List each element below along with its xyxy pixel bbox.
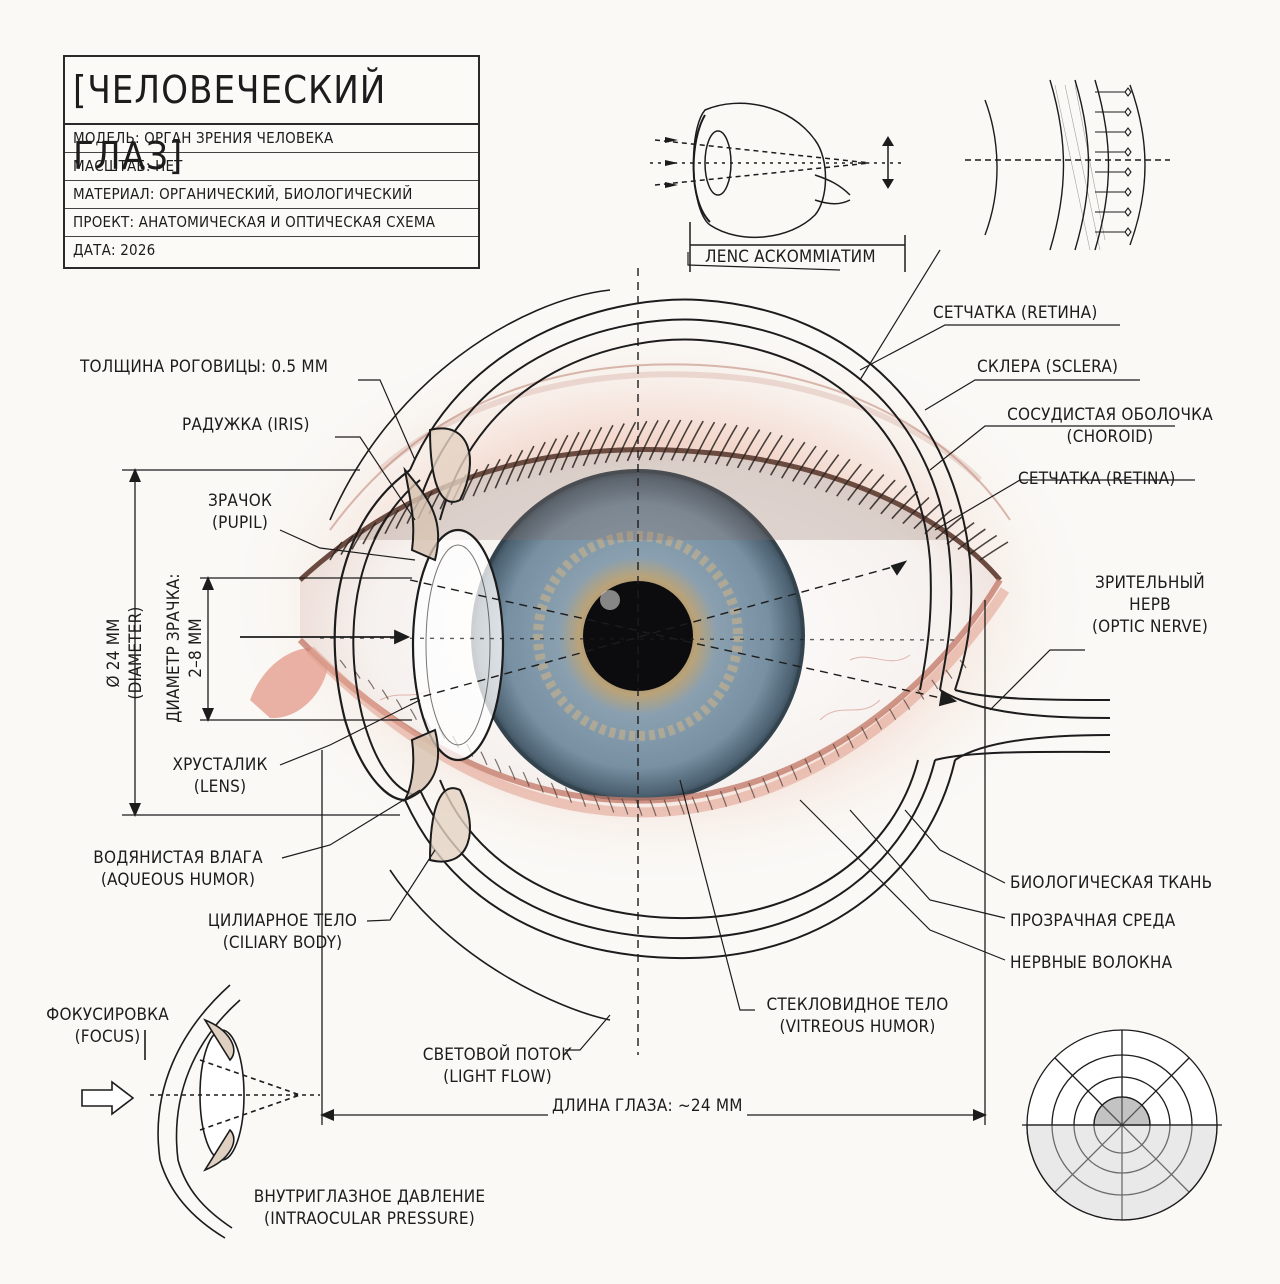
- pupil-label: ЗРАЧОК (PUPIL): [190, 490, 290, 534]
- choroid-label-line1: СОСУДИСТАЯ ОБОЛОЧКА: [1007, 405, 1213, 425]
- fundus-target-diagram: [1022, 1029, 1222, 1221]
- pupil-label-line1: ЗРАЧОК: [207, 491, 273, 511]
- title-row-date: ДАТА: 2026: [73, 241, 156, 259]
- light-flow-label: СВЕТОВОЙ ПОТОК (LIGHT FLOW): [410, 1044, 585, 1088]
- aqueous-humor-label-line2: (AQUEOUS HUMOR): [100, 870, 256, 890]
- focus-label: ФОКУСИРОВКА (FOCUS): [35, 1004, 180, 1048]
- aqueous-humor-label: ВОДЯНИСТАЯ ВЛАГА (AQUEOUS HUMOR): [78, 847, 278, 891]
- sclera-label: СКЛЕРА (SCLERA): [977, 357, 1119, 377]
- eye-diameter-label-line2: (DIAMETER): [126, 606, 146, 700]
- vitreous-humor-label: СТЕКЛОВИДНОЕ ТЕЛО (VITREOUS HUMOR): [755, 994, 960, 1038]
- optic-nerve-label-line3: (OPTIC NERVE): [1091, 617, 1209, 637]
- pupil-diameter-label: ДИАМЕТР ЗРАЧКА: 2–8 ММ: [163, 558, 207, 738]
- light-flow-label-line2: (LIGHT FLOW): [443, 1067, 552, 1087]
- intraocular-pressure-label-line2: (INTRAOCULAR PRESSURE): [264, 1209, 475, 1229]
- optic-nerve-label-line2: НЕРВ: [1129, 595, 1171, 615]
- vitreous-humor-label-line1: СТЕКЛОВИДНОЕ ТЕЛО: [766, 995, 949, 1015]
- title-block: [ЧЕЛОВЕЧЕСКИЙ ГЛАЗ] МОДЕЛЬ: ОРГАН ЗРЕНИЯ…: [63, 55, 480, 269]
- cornea-thickness-label: ТОЛЩИНА РОГОВИЦЫ: 0.5 ММ: [80, 357, 329, 377]
- retina-layers-diagram: [965, 79, 1170, 251]
- focus-diagram: [144, 984, 320, 1239]
- retina-label: СЕТЧАТКА (RETINA): [1018, 469, 1176, 489]
- intraocular-pressure-label: ВНУТРИГЛАЗНОЕ ДАВЛЕНИЕ (INTRAOCULAR PRES…: [232, 1186, 507, 1230]
- focus-label-line2: (FOCUS): [74, 1027, 141, 1047]
- accommodation-diagram: [650, 102, 906, 272]
- lens-accommodation-label: ЛЕNC АСКОММIАТИМ: [705, 247, 876, 267]
- eye-length-label: ДЛИНА ГЛАЗА: ~24 ММ: [548, 1095, 747, 1117]
- ciliary-body-label-line1: ЦИЛИАРНОЕ ТЕЛО: [207, 911, 358, 931]
- eye-diameter-label: Ø 24 ММ (DIAMETER): [103, 568, 147, 738]
- eye-diameter-label-line1: Ø 24 ММ: [104, 618, 124, 688]
- biological-tissue-label: БИОЛОГИЧЕСКАЯ ТКАНЬ: [1010, 873, 1213, 893]
- lens-label-line1: ХРУСТАЛИК: [172, 755, 268, 775]
- title-row-project: ПРОЕКТ: АНАТОМИЧЕСКАЯ И ОПТИЧЕСКАЯ СХЕМА: [65, 209, 478, 237]
- lens-label-line2: (LENS): [193, 777, 247, 797]
- transparent-medium-label: ПРОЗРАЧНАЯ СРЕДА: [1010, 911, 1176, 931]
- pupil-diameter-label-line1: ДИАМЕТР ЗРАЧКА:: [164, 573, 184, 723]
- ciliary-body-label: ЦИЛИАРНОЕ ТЕЛО (CILIARY BODY): [195, 910, 370, 954]
- light-flow-label-line1: СВЕТОВОЙ ПОТОК: [422, 1045, 573, 1065]
- vitreous-humor-label-line2: (VITREOUS HUMOR): [779, 1017, 936, 1037]
- choroid-label-line2: (CHOROID): [1066, 427, 1154, 447]
- arrow-right-icon: [81, 1080, 135, 1116]
- iris-label: РАДУЖКА (IRIS): [182, 415, 310, 435]
- diagram-title: [ЧЕЛОВЕЧЕСКИЙ ГЛАЗ]: [65, 57, 478, 178]
- aqueous-humor-label-line1: ВОДЯНИСТАЯ ВЛАГА: [93, 848, 263, 868]
- choroid-label: СОСУДИСТАЯ ОБОЛОЧКА (CHOROID): [995, 404, 1225, 448]
- title-row-model: МОДЕЛЬ: ОРГАН ЗРЕНИЯ ЧЕЛОВЕКА: [65, 125, 478, 153]
- title-row-material: МАТЕРИАЛ: ОРГАНИЧЕСКИЙ, БИОЛОГИЧЕСКИЙ: [65, 181, 478, 209]
- optic-nerve-label-line1: ЗРИТЕЛЬНЫЙ: [1095, 573, 1205, 593]
- lens-label: ХРУСТАЛИК (LENS): [160, 754, 280, 798]
- focus-label-line1: ФОКУСИРОВКА: [46, 1005, 169, 1025]
- pupil-diameter-label-line2: 2–8 ММ: [186, 618, 206, 678]
- optic-nerve-label: ЗРИТЕЛЬНЫЙ НЕРВ (OPTIC NERVE): [1080, 572, 1220, 638]
- intraocular-pressure-label-line1: ВНУТРИГЛАЗНОЕ ДАВЛЕНИЕ: [253, 1187, 486, 1207]
- ciliary-body-label-line2: (CILIARY BODY): [222, 933, 343, 953]
- retina-top-label: СЕТЧАТКА (RETИНА): [933, 303, 1098, 323]
- title-row-scale: МАСШТАБ: НЕТ: [65, 153, 478, 181]
- nerve-fibers-label: НЕРВНЫЕ ВОЛОКНА: [1010, 953, 1173, 973]
- pupil-label-line2: (PUPIL): [211, 513, 268, 533]
